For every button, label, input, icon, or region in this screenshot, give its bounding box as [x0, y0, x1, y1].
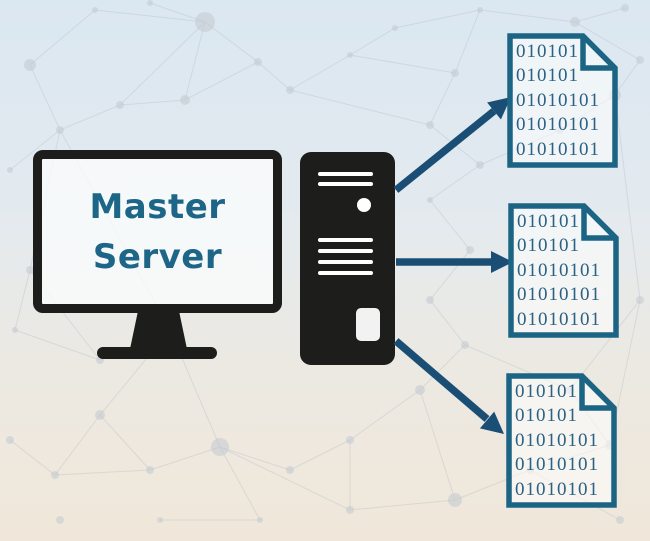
binary-text-line: 01010101	[517, 284, 601, 306]
binary-text-line: 010101	[516, 65, 579, 87]
monitor-stand-neck	[130, 311, 187, 349]
binary-text-line: 01010101	[516, 89, 600, 111]
binary-text-block: 010101 010101 01010101 01010101 01010101	[515, 380, 611, 502]
document-outline	[506, 373, 617, 508]
server-vent-line	[318, 271, 373, 275]
binary-text-block: 010101 010101 01010101 01010101 01010101	[516, 40, 612, 162]
monitor-stand-base	[97, 347, 217, 359]
server-vent-line	[318, 238, 373, 242]
binary-text-line: 01010101	[516, 138, 600, 160]
document-outline	[508, 203, 619, 338]
binary-text-line: 01010101	[516, 114, 600, 136]
document-outline	[507, 33, 618, 168]
binary-text-line: 010101	[517, 235, 580, 257]
server-vent-line	[318, 249, 373, 253]
binary-text-line: 010101	[515, 381, 578, 402]
binary-file-icon-3: 010101 010101 01010101 01010101 01010101	[506, 373, 617, 508]
master-server-label-line2: Server	[92, 236, 223, 277]
master-server-label-line1: Master	[89, 186, 226, 227]
binary-text-line: 01010101	[515, 429, 599, 451]
server-vent-line	[318, 260, 373, 264]
binary-file-icon-2: 010101 010101 01010101 01010101 01010101	[508, 203, 619, 338]
binary-text-line: 010101	[517, 211, 580, 232]
binary-text-line: 010101	[516, 41, 579, 62]
server-tower-icon	[300, 152, 395, 365]
binary-text-line: 010101	[515, 405, 578, 427]
binary-text-line: 01010101	[517, 308, 601, 330]
binary-file-icon-1: 010101 010101 01010101 01010101 01010101	[507, 33, 618, 168]
server-power-led	[357, 198, 371, 212]
monitor-icon: Master Server	[33, 150, 282, 313]
binary-text-block: 010101 010101 01010101 01010101 01010101	[517, 210, 613, 332]
server-vent-line	[318, 172, 373, 176]
server-drive-bay	[356, 308, 380, 341]
master-server-label: Master Server	[89, 182, 225, 282]
server-vent-line	[318, 182, 373, 186]
binary-text-line: 01010101	[515, 478, 599, 500]
binary-text-line: 01010101	[517, 259, 601, 281]
binary-text-line: 01010101	[515, 454, 599, 476]
